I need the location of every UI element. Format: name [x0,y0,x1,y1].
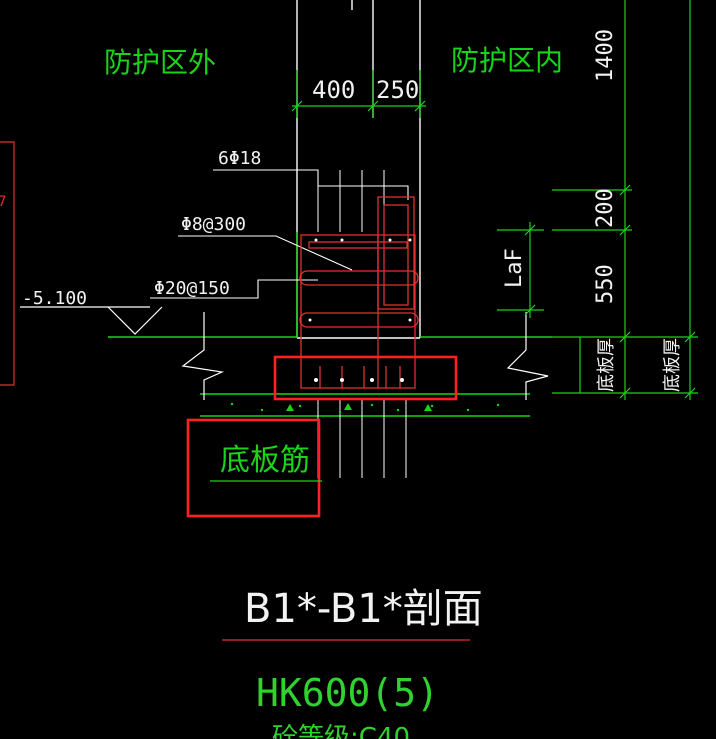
top-dimension-line [291,70,426,118]
wall-code: HK600(5) [256,671,439,715]
wall-outline [296,0,421,339]
elevation-label: -5.100 [22,288,87,309]
outside-zone-label: 防护区外 [104,46,216,79]
rebar-phi20-label: Φ20@150 [154,278,230,299]
dim-200: 200 [593,188,618,228]
dim-1400: 1400 [593,29,618,82]
slab-thickness-label-1: 底板厚 [596,338,617,392]
left-edge-frame [0,141,15,386]
right-dimension-chain [497,0,698,400]
rebar-cage [299,196,419,389]
laf-label: LaF [502,248,527,288]
rebar-verticals-lower [317,400,407,478]
slab-thickness-label-2: 底板厚 [662,338,683,392]
callout-label: 底板筋 [220,443,310,478]
break-symbols [181,312,549,400]
concrete-grade: 砼等级:C40 [272,723,410,739]
inside-zone-label: 防护区内 [451,44,563,77]
left-edge-mark: 7 [0,194,6,210]
elevation-mark [20,306,163,335]
rebar-dots [308,238,412,382]
rebar-6phi18-label: 6Φ18 [218,148,261,169]
rebar-verticals-upper [317,170,385,232]
rebar-phi8-label: Φ8@300 [181,214,246,235]
slab-rebar-highlight [273,355,458,401]
slab-outline [108,232,552,417]
section-title: B1*-B1*剖面 [244,586,483,632]
dim-250: 250 [376,76,419,104]
dim-550: 550 [593,264,618,304]
concrete-hatch [230,402,500,414]
dim-400: 400 [312,76,355,104]
callout-highlight [186,418,321,518]
